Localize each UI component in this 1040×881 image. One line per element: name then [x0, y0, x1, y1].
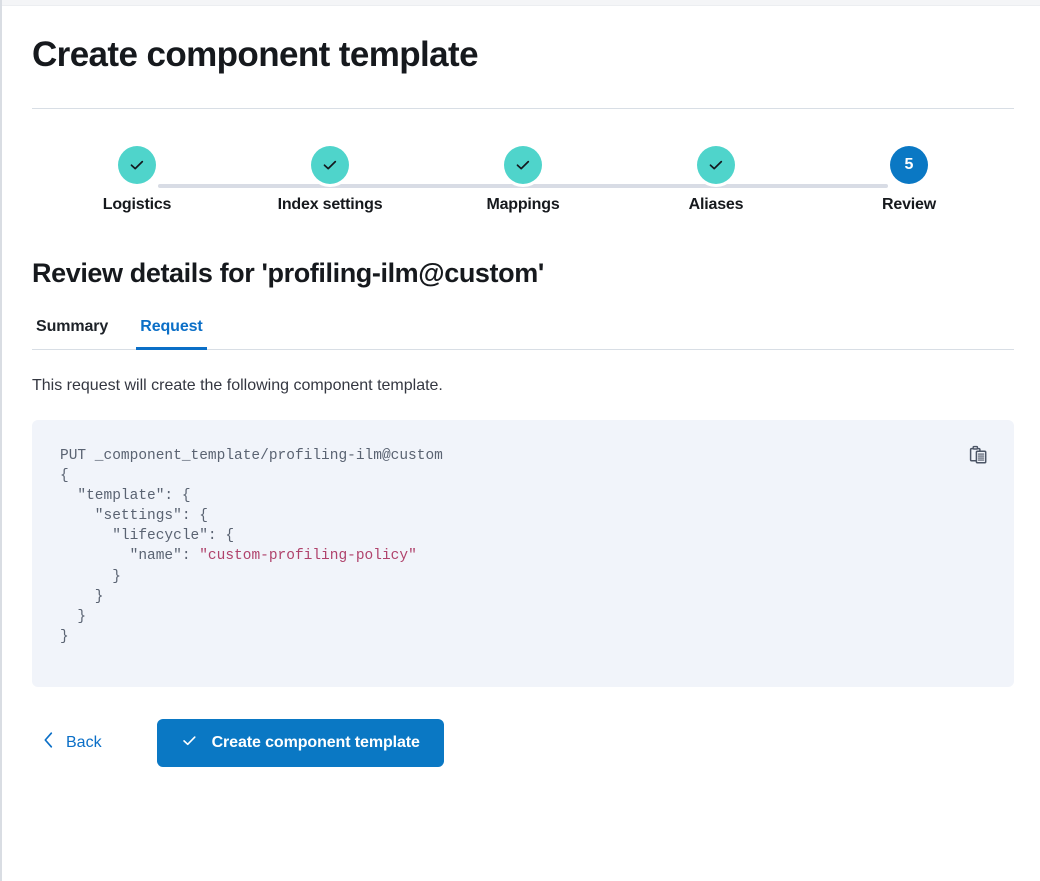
create-component-template-label: Create component template [211, 733, 420, 751]
chevron-left-icon [42, 731, 55, 754]
step-indicator-complete [118, 146, 156, 184]
code-method-line: PUT _component_template/profiling-ilm@cu… [60, 448, 443, 464]
page-title: Create component template [32, 35, 479, 74]
wizard-stepper: Logistics Index settings [32, 146, 1014, 234]
stepper-step-label: Index settings [277, 196, 383, 213]
check-icon [181, 732, 198, 754]
stepper-step-review[interactable]: 5 Review [834, 146, 984, 214]
request-code-block: PUT _component_template/profiling-ilm@cu… [32, 420, 1014, 687]
stepper-steps: Logistics Index settings [32, 146, 1014, 214]
code-string-value: "custom-profiling-policy" [199, 548, 417, 565]
step-indicator-current: 5 [890, 146, 928, 184]
tab-summary[interactable]: Summary [32, 318, 112, 349]
clipboard-copy-icon[interactable] [964, 440, 994, 470]
check-icon [707, 156, 725, 174]
page-container: Create component template [3, 7, 1040, 881]
section-title: Review details for 'profiling-ilm@custom… [32, 258, 544, 288]
stepper-step-logistics[interactable]: Logistics [62, 146, 212, 214]
stepper-step-index-settings[interactable]: Index settings [255, 146, 405, 214]
stepper-step-label: Logistics [102, 196, 172, 213]
stepper-step-label: Aliases [688, 196, 744, 213]
check-icon [128, 156, 146, 174]
review-tablist: Summary Request [32, 318, 1014, 350]
stepper-connector-line [158, 184, 888, 188]
step-indicator-complete [504, 146, 542, 184]
back-button-label: Back [66, 733, 102, 751]
back-button[interactable]: Back [32, 723, 112, 762]
step-indicator-complete [311, 146, 349, 184]
stepper-step-mappings[interactable]: Mappings [448, 146, 598, 214]
code-body: { "template": { "settings": { "lifecycle… [60, 468, 417, 645]
stepper-step-aliases[interactable]: Aliases [641, 146, 791, 214]
check-icon [321, 156, 339, 174]
stepper-step-label: Review [882, 196, 936, 213]
request-description: This request will create the following c… [32, 377, 443, 394]
window-top-band [0, 0, 1040, 6]
create-component-template-button[interactable]: Create component template [156, 718, 444, 767]
stepper-step-label: Mappings [486, 196, 560, 213]
tab-request[interactable]: Request [136, 318, 208, 350]
check-icon [514, 156, 532, 174]
page-content: Create component template [3, 7, 1040, 767]
wizard-actions: Back Create component template [32, 718, 1015, 767]
window-left-rail [0, 0, 2, 881]
step-number: 5 [904, 156, 914, 173]
request-code-text: PUT _component_template/profiling-ilm@cu… [60, 446, 958, 647]
header-divider [32, 108, 1014, 109]
step-indicator-complete [697, 146, 735, 184]
